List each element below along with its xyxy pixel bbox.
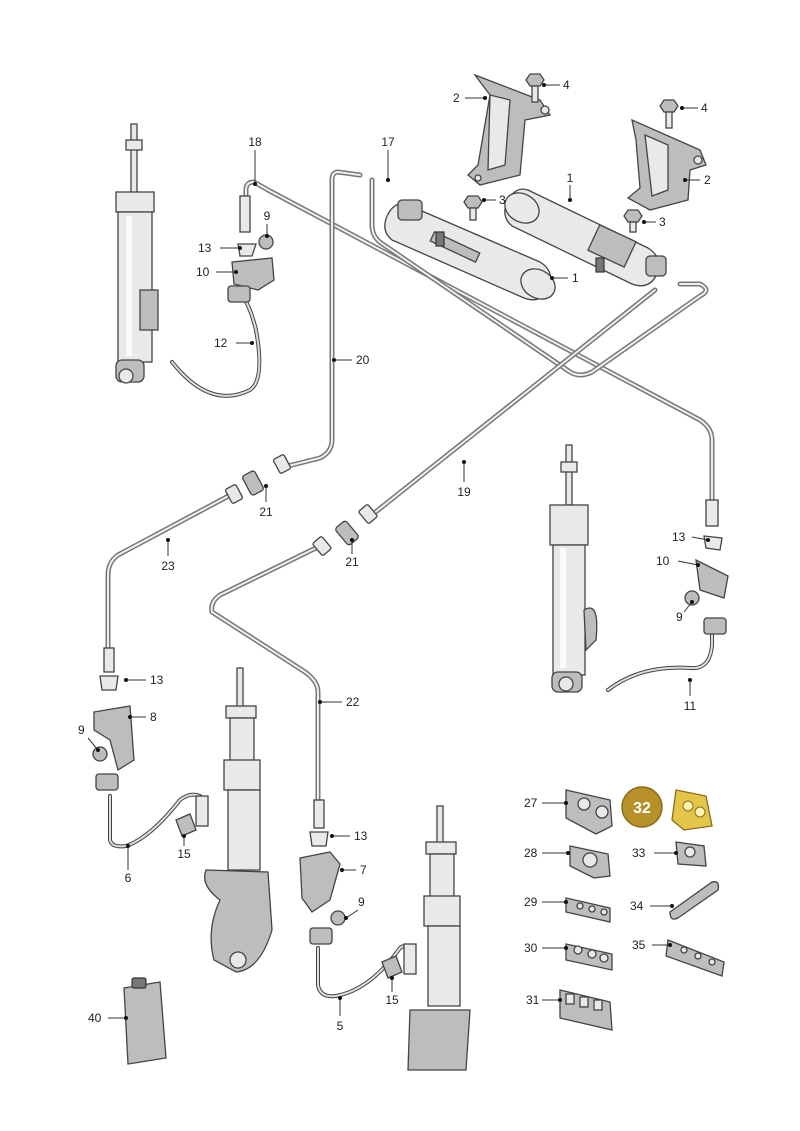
- callout-4-right[interactable]: 4: [701, 101, 708, 115]
- rear-right-shock-absorber: [549, 444, 598, 693]
- callout-15-right[interactable]: 15: [385, 993, 399, 1007]
- callout-34[interactable]: 34: [630, 899, 644, 913]
- highlight-badge-32[interactable]: 32: [621, 786, 663, 828]
- union-21-b: [312, 504, 378, 556]
- callout-10-rear-right[interactable]: 10: [656, 554, 670, 568]
- callout-13-front-left[interactable]: 13: [150, 673, 164, 687]
- callout-22[interactable]: 22: [346, 695, 360, 709]
- bolt-4-left: [525, 73, 545, 103]
- callout-7[interactable]: 7: [360, 863, 367, 877]
- clip-29: [565, 897, 611, 923]
- clip-35: [665, 939, 725, 977]
- callout-1-top[interactable]: 1: [567, 171, 574, 185]
- clip-27: [565, 789, 613, 835]
- line-19: [243, 179, 715, 515]
- callout-21-right[interactable]: 21: [345, 555, 359, 569]
- callout-5[interactable]: 5: [337, 1019, 344, 1033]
- clip-28: [569, 845, 611, 879]
- clip-32-highlighted: [671, 789, 713, 831]
- callout-20[interactable]: 20: [356, 353, 370, 367]
- callout-23[interactable]: 23: [161, 559, 175, 573]
- rear-left-bracket-10: [227, 195, 275, 303]
- callout-11[interactable]: 11: [684, 699, 697, 713]
- callout-10-rear-left[interactable]: 10: [196, 265, 210, 279]
- brake-lines: [105, 169, 715, 809]
- rear-left-shock-absorber: [115, 123, 159, 384]
- callout-9-rear-right[interactable]: 9: [676, 610, 683, 624]
- callout-18[interactable]: 18: [248, 135, 262, 149]
- union-21-a: [225, 454, 291, 504]
- callout-13-front-right[interactable]: 13: [354, 829, 368, 843]
- bolt-4-right: [659, 99, 679, 129]
- front-right-bracket-7: [299, 799, 346, 945]
- callout-9-rear-left[interactable]: 9: [264, 209, 271, 223]
- front-left-strut: [203, 667, 273, 973]
- bolt-3-left: [463, 195, 483, 221]
- callout-40[interactable]: 40: [88, 1011, 102, 1025]
- clip-31: [559, 989, 613, 1031]
- callout-29[interactable]: 29: [524, 895, 538, 909]
- callout-21-left[interactable]: 21: [259, 505, 273, 519]
- rear-right-bracket-10: [684, 499, 729, 635]
- sleeve-34: [669, 881, 720, 920]
- clip-15-left: [175, 795, 209, 837]
- callout-2-left[interactable]: 2: [453, 91, 460, 105]
- bolt-3-right: [623, 209, 643, 233]
- clip-33: [675, 841, 707, 867]
- clip-30: [565, 943, 613, 971]
- callout-numbers: 18 17 4 4 2 2 3 3 1 1 9 13 10 12 20 19 2…: [78, 78, 711, 1033]
- callout-3-left[interactable]: 3: [499, 193, 506, 207]
- callout-6[interactable]: 6: [125, 871, 132, 885]
- accumulator-right: [504, 188, 667, 287]
- callout-28[interactable]: 28: [524, 846, 538, 860]
- callout-30[interactable]: 30: [524, 941, 538, 955]
- line-20: [285, 169, 363, 469]
- callout-35[interactable]: 35: [632, 938, 646, 952]
- callout-9-front-right[interactable]: 9: [358, 895, 365, 909]
- front-right-strut: [407, 805, 471, 1071]
- badge-32-label: 32: [633, 800, 651, 817]
- callout-leaders: [87, 83, 710, 1020]
- callout-13-rear-right[interactable]: 13: [672, 530, 686, 544]
- callout-9-front-left[interactable]: 9: [78, 723, 85, 737]
- fluid-container-40: [123, 977, 167, 1065]
- callout-8[interactable]: 8: [150, 710, 157, 724]
- callout-17[interactable]: 17: [381, 135, 395, 149]
- callout-33[interactable]: 33: [632, 846, 646, 860]
- callout-12[interactable]: 12: [214, 336, 228, 350]
- callout-19[interactable]: 19: [457, 485, 471, 499]
- callout-15-left[interactable]: 15: [177, 847, 191, 861]
- front-left-bracket-8: [92, 647, 135, 791]
- accumulator-left: [384, 199, 556, 301]
- callout-27[interactable]: 27: [524, 796, 538, 810]
- callout-31[interactable]: 31: [526, 993, 540, 1007]
- callout-2-right[interactable]: 2: [704, 173, 711, 187]
- callout-13-rear-left[interactable]: 13: [198, 241, 212, 255]
- bracket-2-right: [626, 118, 707, 211]
- bracket-2-left: [467, 73, 552, 186]
- callout-3-right[interactable]: 3: [659, 215, 666, 229]
- callout-1-lower[interactable]: 1: [572, 271, 579, 285]
- callout-4-left[interactable]: 4: [563, 78, 570, 92]
- clip-15-right: [381, 943, 417, 979]
